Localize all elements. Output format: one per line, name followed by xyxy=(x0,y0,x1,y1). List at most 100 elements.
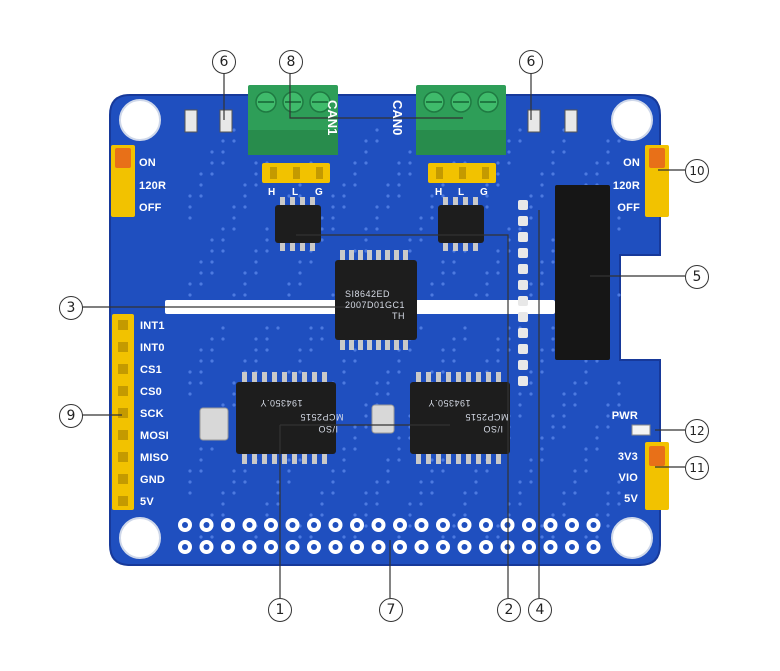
via xyxy=(485,359,489,363)
via xyxy=(540,458,544,462)
via xyxy=(364,139,368,143)
voltage-3v3: 3V3 xyxy=(617,451,638,463)
via xyxy=(375,128,379,132)
isolator-chip xyxy=(335,260,417,340)
via xyxy=(485,282,489,286)
via xyxy=(551,249,555,253)
via xyxy=(606,491,610,495)
via xyxy=(386,381,390,385)
via xyxy=(518,502,522,506)
via xyxy=(331,480,335,484)
chip-lead xyxy=(496,372,501,382)
gpio-hole xyxy=(569,522,575,528)
via xyxy=(199,348,203,352)
gpio-hole xyxy=(418,544,425,550)
via xyxy=(551,326,555,330)
via xyxy=(617,381,621,385)
right-jumper-off: OFF xyxy=(617,202,640,214)
via xyxy=(397,447,401,451)
via xyxy=(375,139,379,143)
via xyxy=(551,238,555,242)
chip-lead xyxy=(446,454,451,464)
via xyxy=(584,447,588,451)
can1-pin-h: H xyxy=(268,187,276,198)
chip-lead xyxy=(300,197,305,205)
via xyxy=(364,414,368,418)
gpio-hole xyxy=(397,544,403,550)
via xyxy=(232,205,236,209)
via xyxy=(353,436,357,440)
chip-lead xyxy=(322,372,327,382)
isolation-component xyxy=(518,200,528,210)
via xyxy=(551,513,555,517)
via xyxy=(221,161,225,165)
chip-lead xyxy=(376,250,381,260)
left-jumper-on: ON xyxy=(139,157,156,169)
callout-4: 4 xyxy=(528,598,552,622)
can0-pin-l: L xyxy=(458,187,465,198)
via xyxy=(529,458,533,462)
via xyxy=(617,227,621,231)
mounting-hole-ring xyxy=(119,517,161,559)
via xyxy=(342,194,346,198)
via xyxy=(518,227,522,231)
via xyxy=(452,513,456,517)
via xyxy=(309,348,313,352)
via xyxy=(364,403,368,407)
via xyxy=(573,480,577,484)
via xyxy=(419,491,423,495)
gpio-hole xyxy=(354,522,360,528)
via xyxy=(331,293,335,297)
via xyxy=(232,128,236,132)
pwr-label: PWR xyxy=(611,410,638,422)
via xyxy=(540,535,544,539)
header-pin xyxy=(459,167,466,179)
via xyxy=(430,216,434,220)
via xyxy=(221,513,225,517)
via xyxy=(540,260,544,264)
via xyxy=(353,447,357,451)
via xyxy=(562,513,566,517)
via xyxy=(463,326,467,330)
via xyxy=(617,480,621,484)
via xyxy=(496,183,500,187)
via xyxy=(221,491,225,495)
via xyxy=(606,161,610,165)
via xyxy=(309,535,313,539)
mcp-left-text-1: MCP2515 xyxy=(300,412,344,422)
via xyxy=(254,161,258,165)
via xyxy=(430,458,434,462)
via xyxy=(320,513,324,517)
via xyxy=(265,513,269,517)
via xyxy=(441,370,445,374)
via xyxy=(573,381,577,385)
via xyxy=(199,469,203,473)
via xyxy=(518,139,522,143)
chip-lead xyxy=(290,243,295,251)
via xyxy=(375,491,379,495)
terminal-lower xyxy=(416,130,506,155)
via xyxy=(562,139,566,143)
via xyxy=(397,370,401,374)
via xyxy=(441,260,445,264)
via xyxy=(452,271,456,275)
via xyxy=(386,392,390,396)
via xyxy=(496,348,500,352)
crystal-left xyxy=(199,407,229,441)
gpio-hole xyxy=(547,522,554,528)
via xyxy=(606,425,610,429)
via xyxy=(232,216,236,220)
via xyxy=(540,194,544,198)
mcp-right-text-3: 194350.Y xyxy=(428,398,471,408)
via xyxy=(199,183,203,187)
header-pin xyxy=(482,167,489,179)
via xyxy=(617,414,621,418)
via xyxy=(265,227,269,231)
mounting-hole-ring xyxy=(611,99,653,141)
gpio-hole xyxy=(203,522,210,528)
via xyxy=(364,513,368,517)
via xyxy=(562,425,566,429)
via xyxy=(397,458,401,462)
via xyxy=(617,293,621,297)
via xyxy=(496,161,500,165)
